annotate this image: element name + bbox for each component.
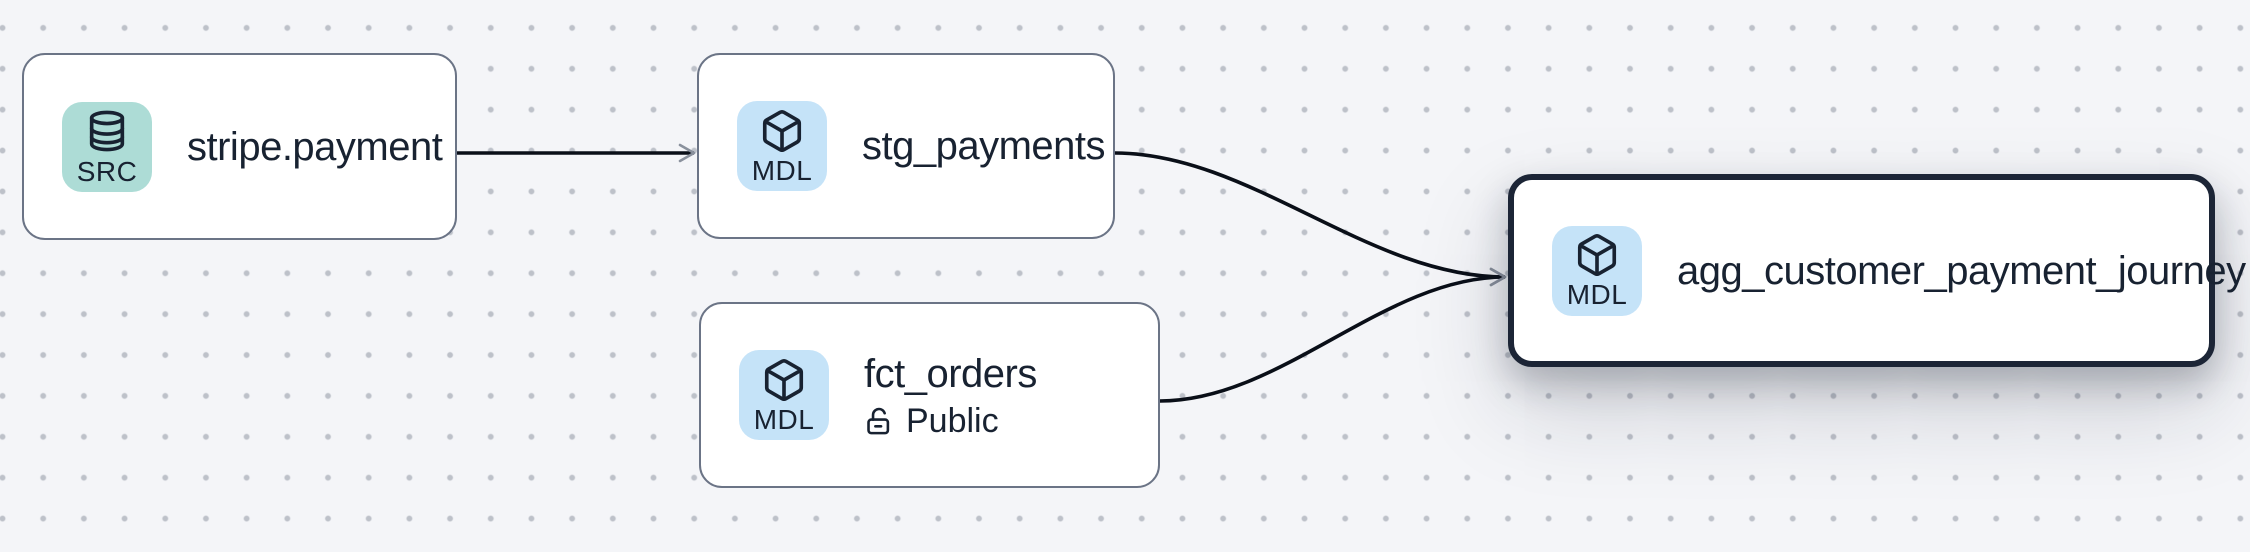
badge-label: MDL (753, 403, 815, 435)
node-agg-customer-payment-journey[interactable]: MDL agg_customer_payment_journey (1508, 174, 2246, 367)
node-type-badge: MDL (739, 350, 829, 440)
lock-open-icon (867, 407, 890, 434)
node-type-badge: SRC (62, 101, 152, 192)
access-label: Public (906, 402, 999, 440)
node-stripe-payment[interactable]: SRC stripe.payment (22, 53, 457, 240)
badge-label: SRC (76, 156, 138, 187)
access-row: Public (864, 404, 1037, 438)
node-title: agg_customer_payment_journey (1677, 248, 2246, 293)
cube-icon (764, 358, 804, 401)
node-title: fct_orders (864, 352, 1037, 396)
node-title: stg_payments (862, 124, 1106, 168)
node-type-badge: MDL (737, 101, 827, 191)
edge-stg-payments-to-agg-customer-payment-journey[interactable] (1114, 151, 1507, 287)
node-fct-orders[interactable]: MDL fct_orders Public (699, 302, 1160, 488)
node-type-badge: MDL (1552, 225, 1642, 316)
cube-icon (762, 109, 802, 152)
database-icon (89, 110, 125, 152)
badge-label: MDL (1566, 279, 1628, 310)
node-stg-payments[interactable]: MDL stg_payments (697, 53, 1115, 239)
cube-icon (1577, 234, 1617, 276)
node-title: stripe.payment (187, 124, 443, 169)
edge-fct-orders-to-agg-customer-payment-journey[interactable] (1159, 267, 1507, 403)
badge-label: MDL (751, 154, 813, 186)
